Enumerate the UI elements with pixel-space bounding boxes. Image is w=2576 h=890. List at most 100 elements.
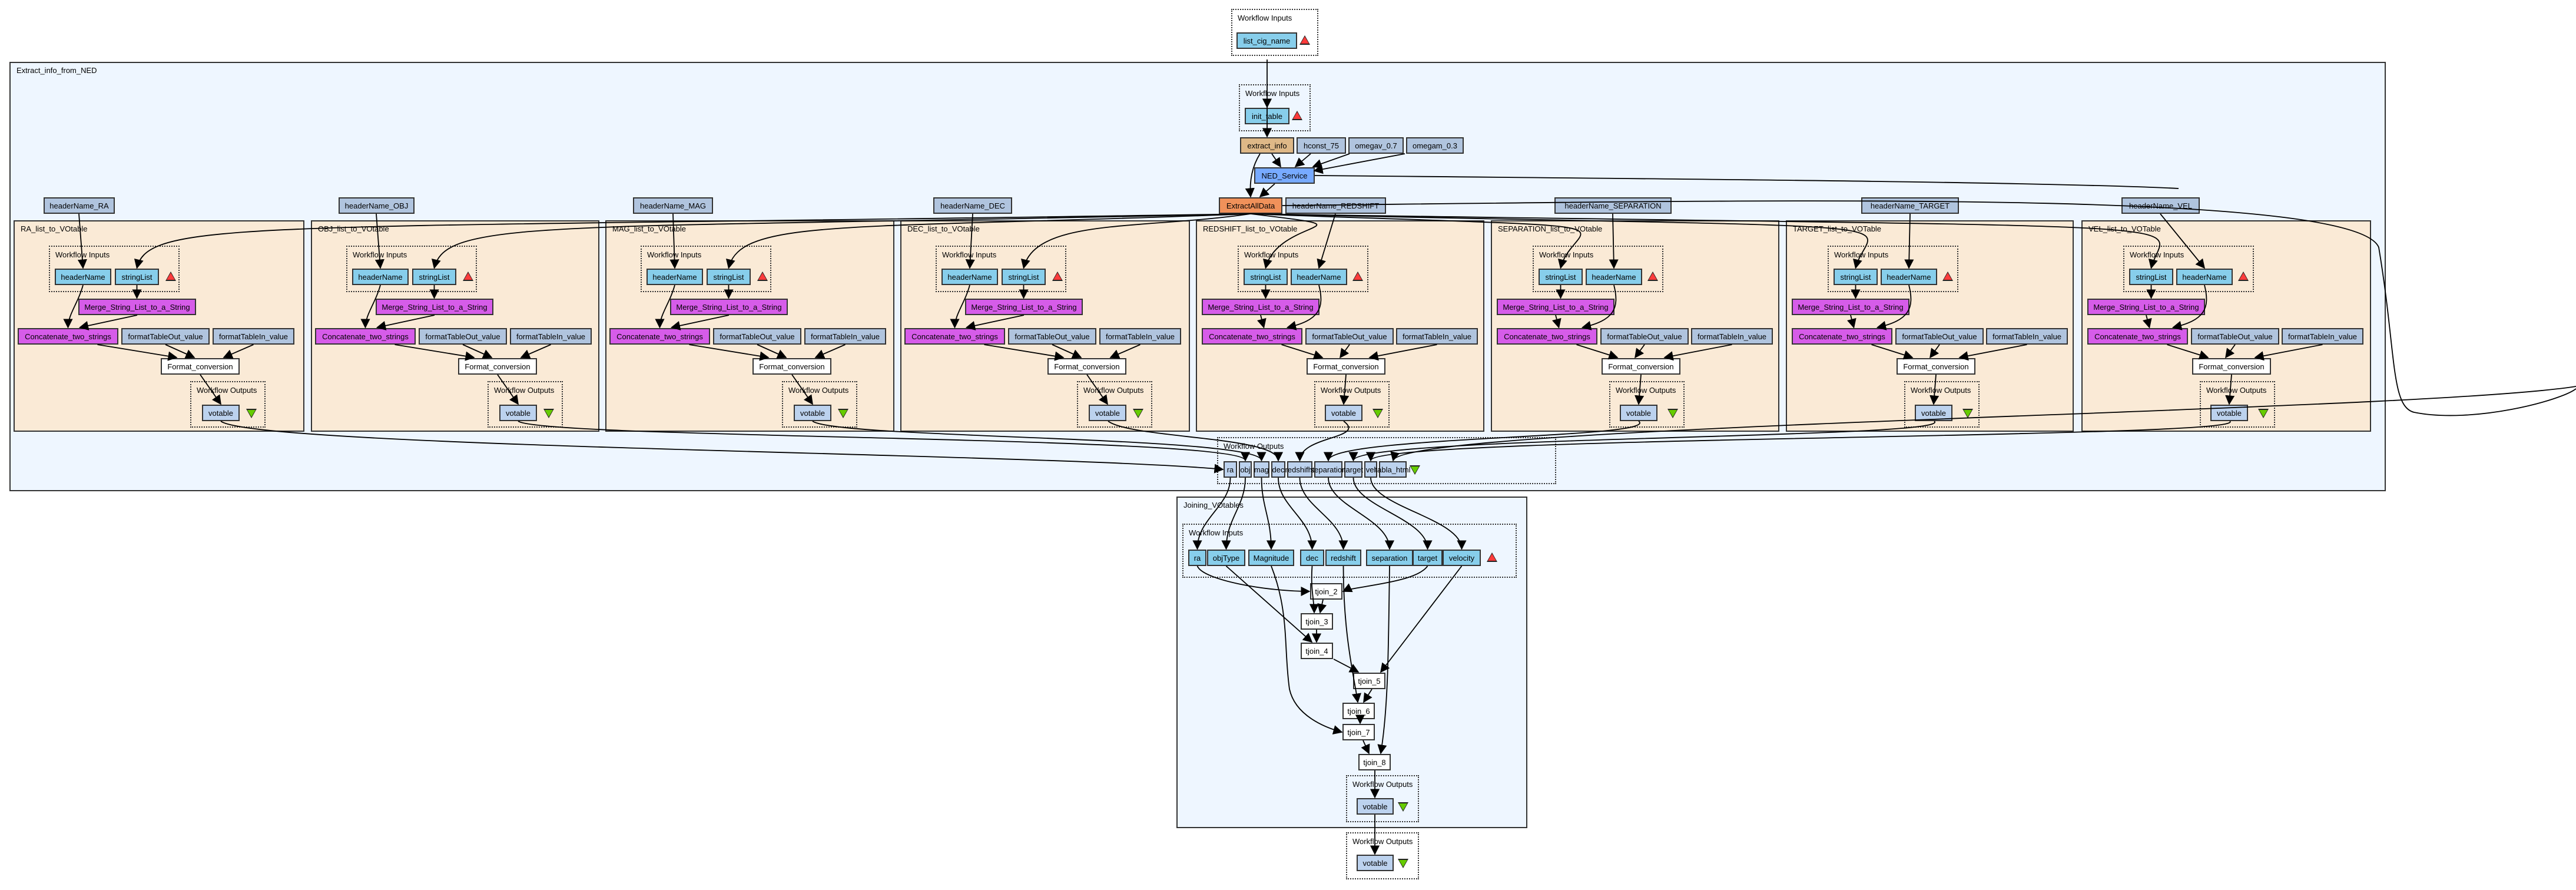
join-input-dec[interactable]: dec [1300,550,1324,566]
input-stringlist[interactable]: stringList [1539,269,1583,285]
constant-header-dec[interactable]: headerName_DEC [933,197,1012,214]
output-final-votable[interactable]: votable [1357,855,1394,871]
input-headername[interactable]: headerName [55,269,111,285]
constant-header-obj[interactable]: headerName_OBJ [339,197,415,214]
input-init-table[interactable]: init_table [1245,108,1289,124]
constant-header-target[interactable]: headerName_TARGET [1861,197,1959,214]
constant-format-table-out[interactable]: formatTableOut_value [1600,328,1689,345]
join-tjoin-4[interactable]: tjoin_4 [1301,643,1333,659]
constant-omegam[interactable]: omegam_0.3 [1406,137,1464,154]
processor-format-conversion[interactable]: Format_conversion [161,358,240,375]
join-tjoin-7[interactable]: tjoin_7 [1342,724,1375,740]
constant-format-table-in[interactable]: formatTableIn_value [804,328,886,345]
input-list-cig-name[interactable]: list_cig_name [1236,32,1297,49]
constant-format-table-in[interactable]: formatTableIn_value [1099,328,1181,345]
input-headername[interactable]: headerName [1586,269,1642,285]
constant-header-vel[interactable]: headerName_VEL [2121,197,2200,214]
output-votable[interactable]: votable [1089,405,1126,421]
input-headername[interactable]: headerName [2176,269,2233,285]
processor-merge-string-list[interactable]: Merge_String_List_to_a_String [1792,299,1909,315]
constant-format-table-out[interactable]: formatTableOut_value [713,328,801,345]
input-stringlist[interactable]: stringList [1002,269,1046,285]
processor-concatenate-two-strings[interactable]: Concatenate_two_strings [1497,328,1597,345]
constant-format-table-out[interactable]: formatTableOut_value [1008,328,1096,345]
constant-omegav[interactable]: omegav_0.7 [1348,137,1404,154]
constant-format-table-in[interactable]: formatTableIn_value [1396,328,1478,345]
input-headername[interactable]: headerName [647,269,703,285]
processor-extract-info[interactable]: extract_info [1240,137,1294,154]
constant-format-table-in[interactable]: formatTableIn_value [213,328,294,345]
constant-format-table-in[interactable]: formatTableIn_value [510,328,592,345]
output-joining-votable[interactable]: votable [1357,798,1394,815]
processor-format-conversion[interactable]: Format_conversion [1047,358,1126,375]
processor-merge-string-list[interactable]: Merge_String_List_to_a_String [965,299,1083,315]
output-votable[interactable]: votable [2210,405,2248,421]
processor-format-conversion[interactable]: Format_conversion [1602,358,1680,375]
input-stringlist[interactable]: stringList [707,269,751,285]
constant-header-ra[interactable]: headerName_RA [44,197,115,214]
join-input-magnitude[interactable]: Magnitude [1248,550,1294,566]
input-headername[interactable]: headerName [941,269,998,285]
output-redshifht[interactable]: redshifht [1285,461,1314,478]
output-votable[interactable]: votable [1620,405,1657,421]
input-headername[interactable]: headerName [352,269,409,285]
input-stringlist[interactable]: stringList [412,269,456,285]
constant-format-table-in[interactable]: formatTableIn_value [1691,328,1773,345]
input-stringlist[interactable]: stringList [2129,269,2173,285]
output-vel[interactable]: vel [1364,461,1377,478]
constant-header-mag[interactable]: headerName_MAG [633,197,713,214]
constant-format-table-out[interactable]: formatTableOut_value [419,328,507,345]
output-votable[interactable]: votable [499,405,537,421]
processor-concatenate-two-strings[interactable]: Concatenate_two_strings [18,328,118,345]
constant-header-separation[interactable]: headerName_SEPARATION [1554,197,1672,214]
join-tjoin-5[interactable]: tjoin_5 [1353,673,1385,689]
constant-hconst[interactable]: hconst_75 [1297,137,1346,154]
constant-format-table-out[interactable]: formatTableOut_value [1305,328,1394,345]
processor-concatenate-two-strings[interactable]: Concatenate_two_strings [2087,328,2188,345]
join-input-velocity[interactable]: velocity [1443,550,1481,566]
processor-merge-string-list[interactable]: Merge_String_List_to_a_String [670,299,788,315]
processor-concatenate-two-strings[interactable]: Concatenate_two_strings [1792,328,1892,345]
input-stringlist[interactable]: stringList [115,269,159,285]
output-obj[interactable]: obj [1239,461,1252,478]
processor-extract-all-data[interactable]: ExtractAllData [1219,197,1282,214]
processor-format-conversion[interactable]: Format_conversion [2192,358,2271,375]
join-input-ra[interactable]: ra [1188,550,1206,566]
processor-concatenate-two-strings[interactable]: Concatenate_two_strings [315,328,416,345]
join-tjoin-8[interactable]: tjoin_8 [1358,754,1391,770]
constant-format-table-in[interactable]: formatTableIn_value [1986,328,2068,345]
constant-format-table-out[interactable]: formatTableOut_value [2191,328,2279,345]
processor-concatenate-two-strings[interactable]: Concatenate_two_strings [1202,328,1302,345]
output-votable[interactable]: votable [1915,405,1952,421]
output-dec[interactable]: dec [1271,461,1285,478]
processor-merge-string-list[interactable]: Merge_String_List_to_a_String [376,299,493,315]
input-headername[interactable]: headerName [1881,269,1937,285]
constant-format-table-in[interactable]: formatTableIn_value [2282,328,2363,345]
processor-format-conversion[interactable]: Format_conversion [1897,358,1975,375]
output-votable[interactable]: votable [202,405,240,421]
constant-header-redshift[interactable]: headerName_REDSHIFT [1285,197,1386,214]
output-votable[interactable]: votable [1325,405,1362,421]
constant-format-table-out[interactable]: formatTableOut_value [1895,328,1984,345]
constant-format-table-out[interactable]: formatTableOut_value [121,328,210,345]
processor-merge-string-list[interactable]: Merge_String_List_to_a_String [1497,299,1614,315]
processor-format-conversion[interactable]: Format_conversion [752,358,831,375]
processor-merge-string-list[interactable]: Merge_String_List_to_a_String [78,299,196,315]
service-ned[interactable]: NED_Service [1254,167,1315,184]
output-mag[interactable]: mag [1254,461,1269,478]
join-input-objtype[interactable]: objType [1207,550,1245,566]
output-ra[interactable]: ra [1224,461,1237,478]
join-tjoin-3[interactable]: tjoin_3 [1301,613,1333,630]
processor-merge-string-list[interactable]: Merge_String_List_to_a_String [2087,299,2205,315]
join-tjoin-6[interactable]: tjoin_6 [1342,703,1375,719]
processor-concatenate-two-strings[interactable]: Concatenate_two_strings [904,328,1005,345]
output-tabla-html[interactable]: tabla_html [1375,461,1411,478]
output-votable[interactable]: votable [794,405,831,421]
input-headername[interactable]: headerName [1291,269,1347,285]
join-input-target[interactable]: target [1413,550,1443,566]
join-tjoin-2[interactable]: tjoin_2 [1310,583,1342,600]
processor-merge-string-list[interactable]: Merge_String_List_to_a_String [1202,299,1320,315]
join-input-separation[interactable]: separation [1366,550,1413,566]
input-stringlist[interactable]: stringList [1244,269,1288,285]
join-input-redshift[interactable]: redshift [1325,550,1361,566]
